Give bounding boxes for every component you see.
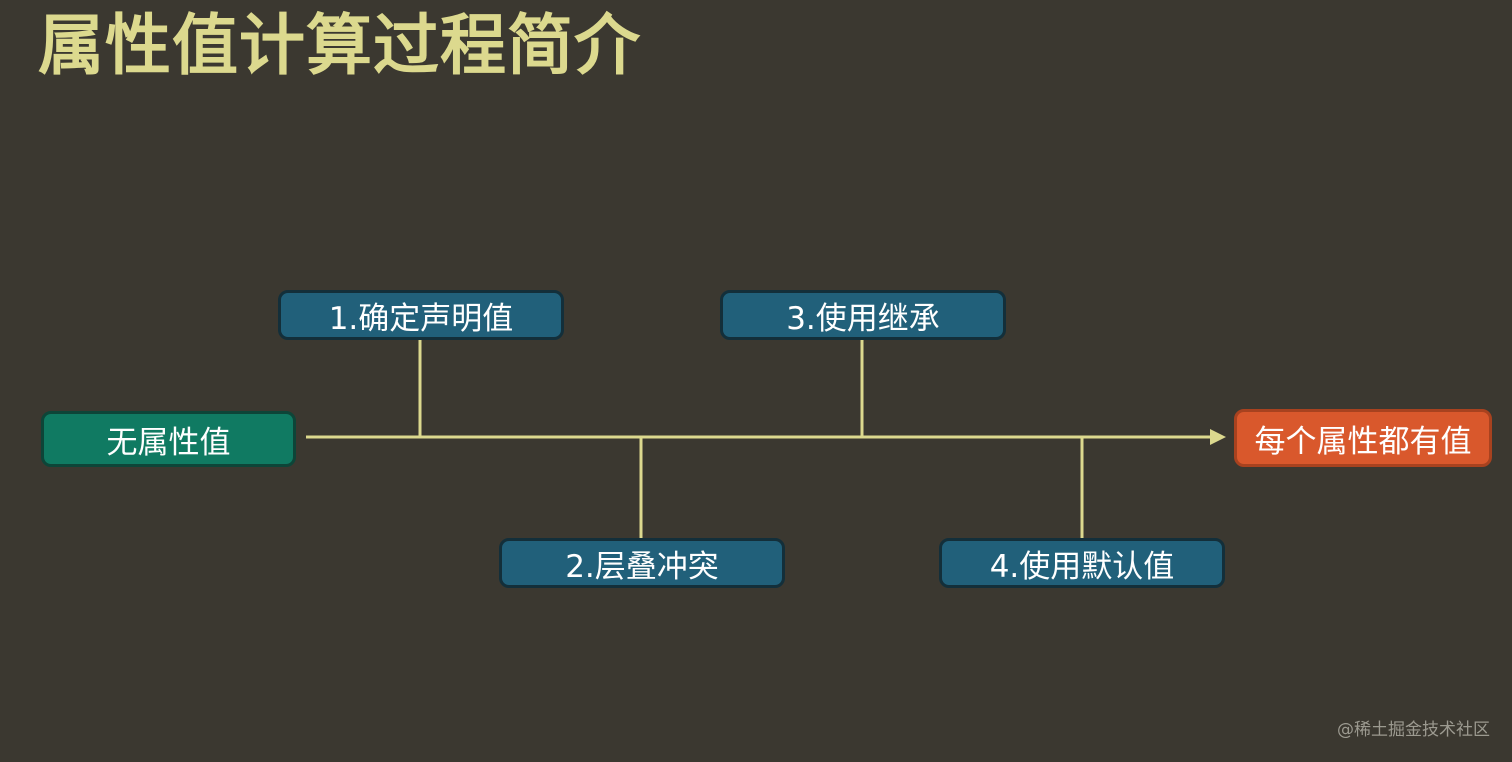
end-node: 每个属性都有值 <box>1234 409 1492 467</box>
page-title: 属性值计算过程简介 <box>38 7 641 84</box>
step-node-3: 3.使用继承 <box>720 290 1006 340</box>
step-node-4: 4.使用默认值 <box>939 538 1225 588</box>
watermark: @稀土掘金技术社区 <box>1337 720 1490 740</box>
start-node: 无属性值 <box>41 411 296 467</box>
arrow-head-icon <box>1210 429 1226 445</box>
step-node-1: 1.确定声明值 <box>278 290 564 340</box>
step-node-2: 2.层叠冲突 <box>499 538 785 588</box>
